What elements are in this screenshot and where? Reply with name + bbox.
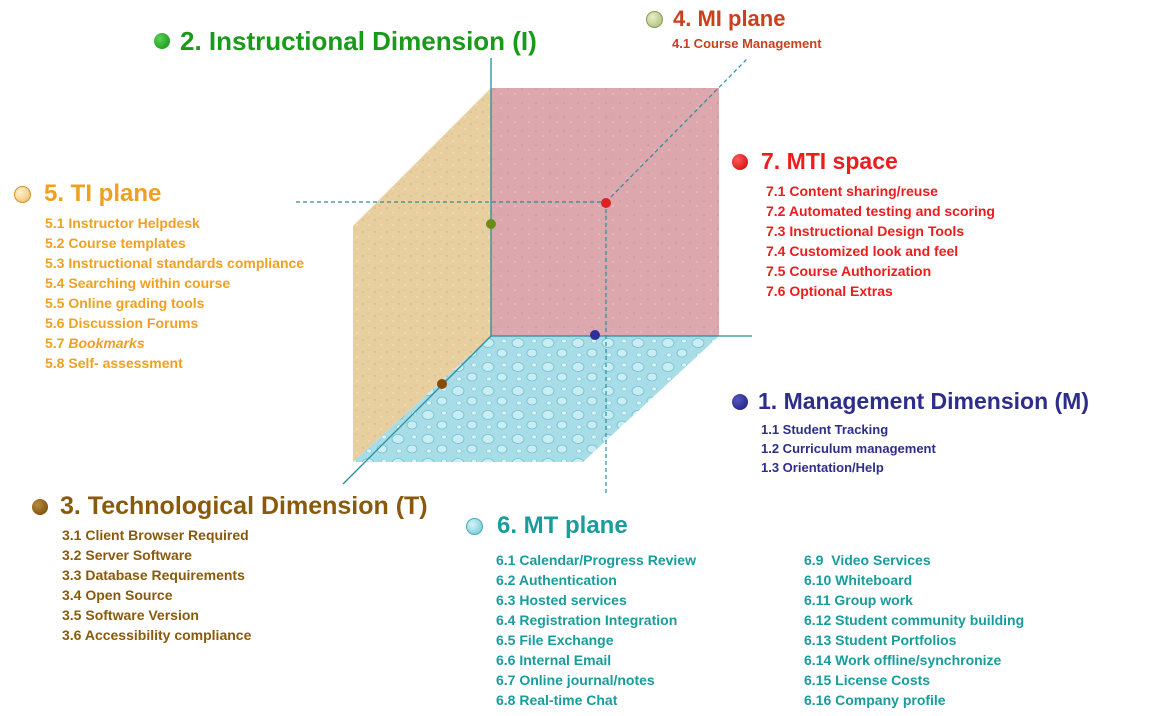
- instructional-dimension-group: 2. Instructional Dimension (I): [154, 28, 537, 54]
- mt-plane-item: 6.10 Whiteboard: [804, 572, 913, 588]
- management-marker-dot: [590, 330, 600, 340]
- management-dimension-title: 1. Management Dimension (M): [758, 388, 1089, 414]
- technological-item: 3.5 Software Version: [62, 607, 199, 623]
- mt-plane-item: 6.1 Calendar/Progress Review: [496, 552, 696, 568]
- ti-plane-group: 5. TI plane 5.1 Instructor Helpdesk 5.2 …: [14, 182, 304, 373]
- instructional-marker-dot: [486, 219, 496, 229]
- mti-space-item: 7.3 Instructional Design Tools: [766, 223, 965, 239]
- mt-plane-group: 6. MT plane 6.1 Calendar/Progress Review…: [466, 512, 1024, 708]
- mt-plane-item: 6.16 Company profile: [804, 692, 946, 708]
- instructional-dimension-title: 2. Instructional Dimension (I): [180, 26, 537, 56]
- technological-axis: [342, 335, 492, 485]
- management-item: 1.3 Orientation/Help: [761, 460, 884, 475]
- mti-space-bullet-icon: [732, 153, 748, 170]
- mt-plane-item: 6.14 Work offline/synchronize: [804, 652, 1002, 668]
- mti-space-item: 7.2 Automated testing and scoring: [766, 203, 995, 219]
- technological-dimension-title: 3. Technological Dimension (T): [60, 492, 428, 520]
- mt-plane-item: 6.8 Real-time Chat: [496, 692, 618, 708]
- technological-dimension-group: 3. Technological Dimension (T) 3.1 Clien…: [32, 494, 428, 645]
- mi-plane-group: 4. MI plane 4.1 Course Management: [646, 8, 822, 52]
- ti-plane-item: 5.1 Instructor Helpdesk: [45, 215, 200, 231]
- technological-bullet-icon: [32, 498, 48, 515]
- ti-plane-item: 5.3 Instructional standards compliance: [45, 255, 305, 271]
- mt-plane-title: 6. MT plane: [497, 512, 628, 539]
- mi-projection-line: [605, 57, 749, 203]
- mti-space-item: 7.4 Customized look and feel: [766, 243, 959, 259]
- ti-plane-bullet-icon: [14, 185, 31, 203]
- mt-plane-item: 6.12 Student community building: [804, 612, 1025, 628]
- mt-plane-column-2: 6.9 Video Services 6.10 Whiteboard 6.11 …: [804, 550, 1024, 710]
- mi-plane-face: [491, 88, 719, 336]
- management-item: 1.2 Curriculum management: [761, 441, 936, 456]
- mt-plane-item: 6.13 Student Portfolios: [804, 632, 957, 648]
- instructional-bullet-icon: [154, 33, 170, 49]
- ti-plane-title: 5. TI plane: [44, 180, 162, 207]
- management-bullet-icon: [732, 393, 748, 410]
- mti-space-item: 7.6 Optional Extras: [766, 283, 893, 299]
- ti-plane-item-number: 5.7: [45, 335, 65, 351]
- management-dimension-group: 1. Management Dimension (M) 1.1 Student …: [732, 390, 1089, 477]
- mt-plane-item: 6.15 License Costs: [804, 672, 931, 688]
- technological-item: 3.1 Client Browser Required: [62, 527, 249, 543]
- technological-item: 3.2 Server Software: [62, 547, 192, 563]
- mt-plane-bullet-icon: [466, 517, 483, 535]
- mt-plane-column-1: 6.1 Calendar/Progress Review 6.2 Authent…: [496, 550, 696, 710]
- ti-plane-face: [353, 88, 491, 462]
- mt-plane-item: 6.11 Group work: [804, 592, 913, 608]
- mt-plane-item: 6.2 Authentication: [496, 572, 617, 588]
- mt-plane-face: [353, 336, 719, 462]
- mti-marker-dot: [601, 198, 611, 208]
- ti-plane-item: 5.8 Self- assessment: [45, 355, 183, 371]
- technological-item: 3.6 Accessibility compliance: [62, 627, 252, 643]
- mt-plane-item: 6.5 File Exchange: [496, 632, 614, 648]
- mi-plane-item: 4.1 Course Management: [672, 36, 822, 51]
- ti-plane-item: 5.5 Online grading tools: [45, 295, 205, 311]
- mti-space-group: 7. MTI space 7.1 Content sharing/reuse 7…: [732, 150, 995, 301]
- mt-plane-item: 6.4 Registration Integration: [496, 612, 678, 628]
- technological-item: 3.4 Open Source: [62, 587, 173, 603]
- mt-plane-item: 6.7 Online journal/notes: [496, 672, 655, 688]
- mt-plane-item: 6.3 Hosted services: [496, 592, 627, 608]
- mt-plane-item: 6.6 Internal Email: [496, 652, 612, 668]
- ti-plane-item: 5.6 Discussion Forums: [45, 315, 199, 331]
- mi-plane-bullet-icon: [646, 10, 663, 28]
- mti-space-item: 7.1 Content sharing/reuse: [766, 183, 938, 199]
- ti-plane-item: 5.4 Searching within course: [45, 275, 231, 291]
- ti-plane-item-bookmarks: 5.7 Bookmarks: [45, 333, 304, 353]
- technological-item: 3.3 Database Requirements: [62, 567, 245, 583]
- ti-plane-item: 5.2 Course templates: [45, 235, 186, 251]
- mi-plane-title: 4. MI plane: [673, 6, 786, 31]
- mti-space-item: 7.5 Course Authorization: [766, 263, 932, 279]
- management-item: 1.1 Student Tracking: [761, 422, 889, 437]
- technological-marker-dot: [437, 379, 447, 389]
- mt-plane-item: 6.9 Video Services: [804, 552, 931, 568]
- mti-space-title: 7. MTI space: [761, 148, 898, 174]
- ti-plane-item-label: Bookmarks: [68, 335, 145, 351]
